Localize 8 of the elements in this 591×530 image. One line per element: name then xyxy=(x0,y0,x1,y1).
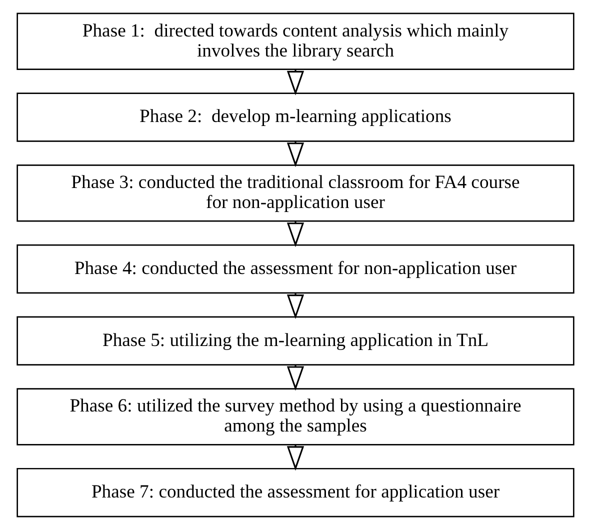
node-box: Phase 6: utilized the survey method by using a questionnaire among the samples xyxy=(16,388,574,446)
node-box: Phase 1: directed towards content analysis which mainly involves the library search xyxy=(16,12,574,70)
arrow xyxy=(286,70,304,96)
node-box: Phase 7: conducted the assessment for application user xyxy=(16,468,574,518)
node-box: Phase 5: utilizing the m-learning application in TnL xyxy=(16,316,574,366)
node-box: Phase 3: conducted the traditional classroom for FA4 course for non-application user xyxy=(16,164,574,222)
node-box: Phase 2: develop m-learning applications xyxy=(16,92,574,142)
node-box: Phase 4: conducted the assessment for non-application user xyxy=(16,244,574,294)
